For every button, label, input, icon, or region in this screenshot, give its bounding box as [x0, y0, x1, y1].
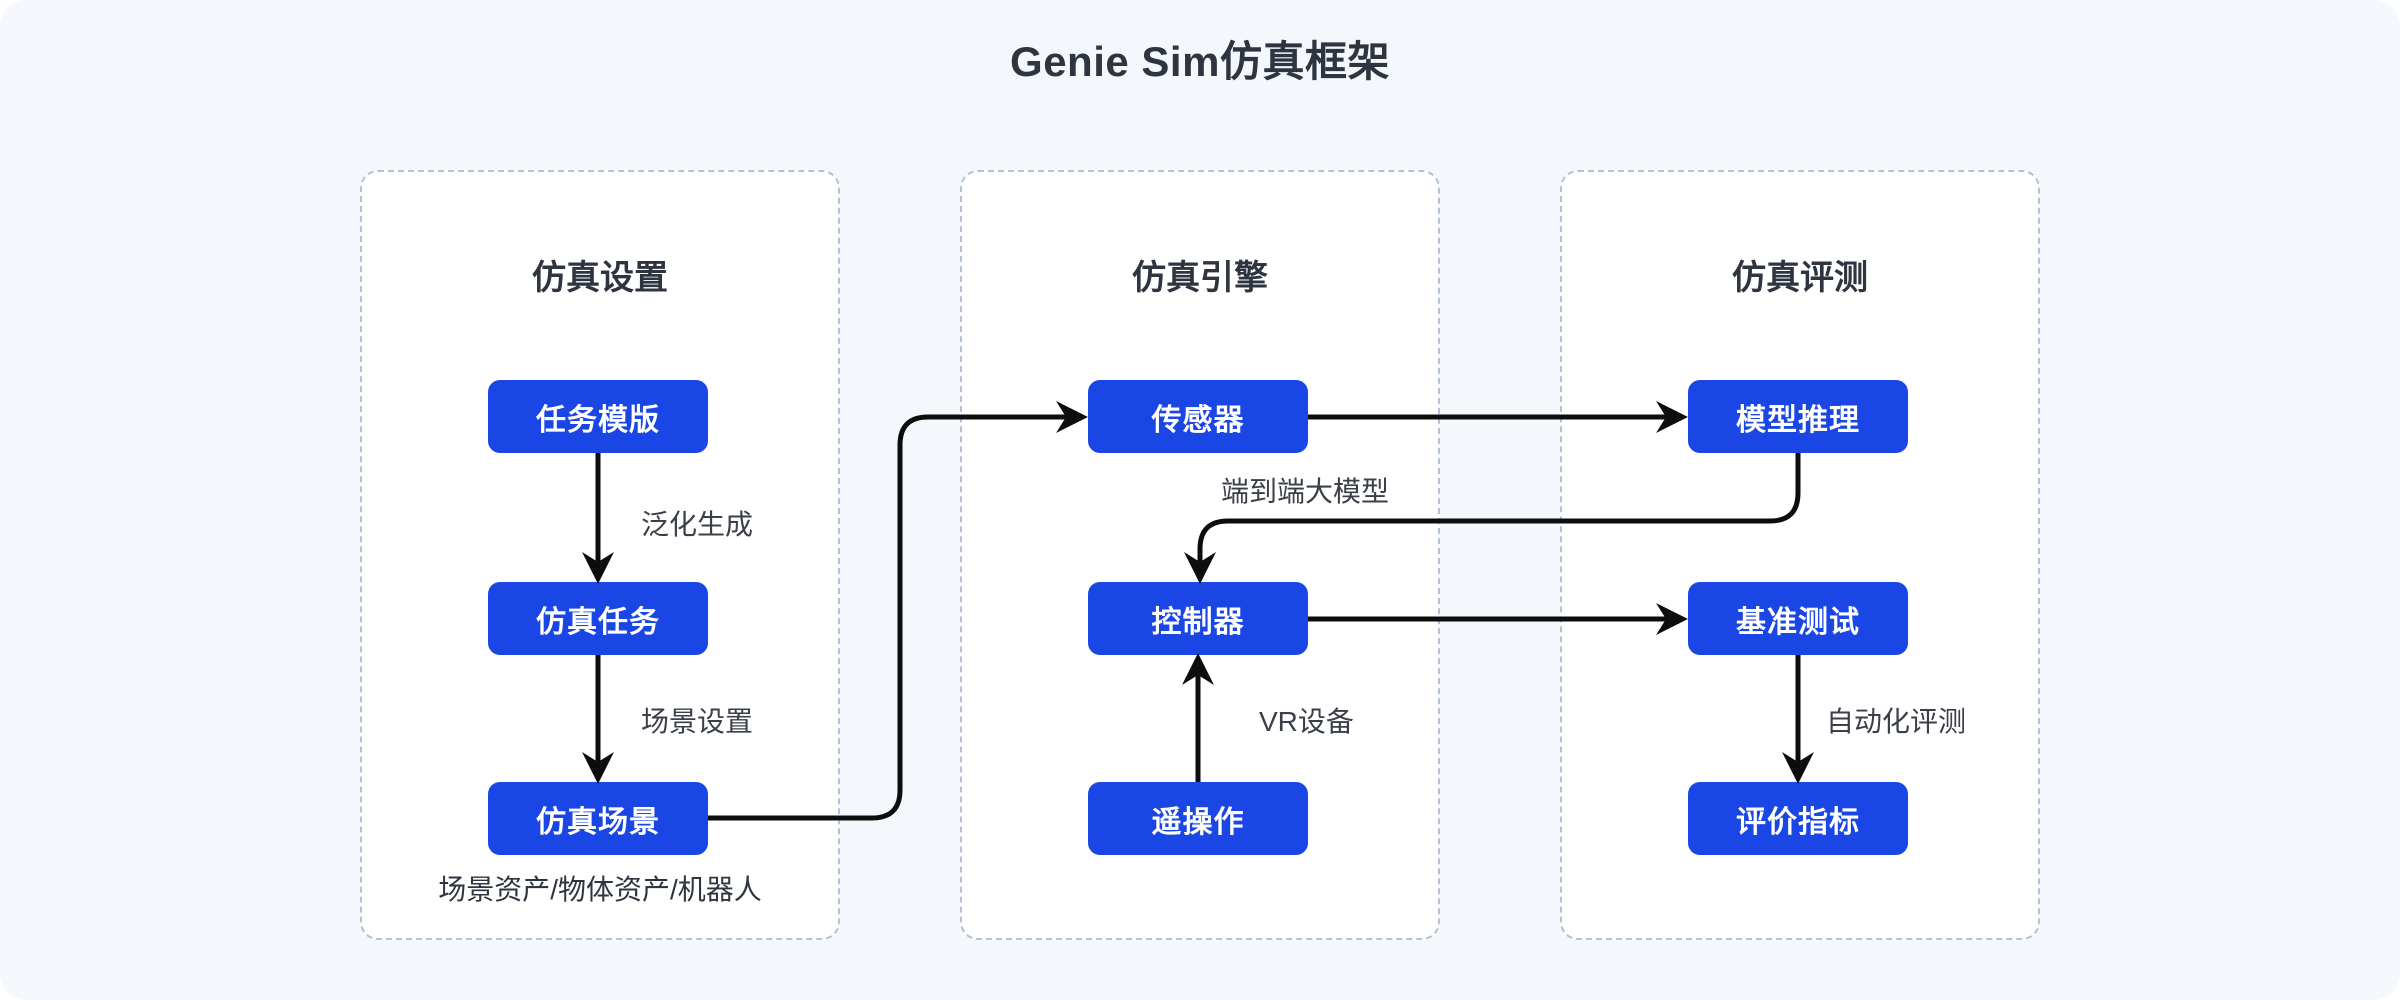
- node-simulation-task[interactable]: 仿真任务: [488, 582, 708, 655]
- node-label-evaluation-metrics: 评价指标: [1736, 805, 1860, 839]
- node-label-simulation-scene: 仿真场景: [536, 805, 660, 839]
- edge-label-generalize-generate: 泛化生成: [641, 509, 754, 540]
- edge-label-scene-setup: 场景设置: [641, 706, 754, 737]
- panel-title-simulation-evaluation: 仿真评测: [1732, 259, 1868, 297]
- node-model-inference[interactable]: 模型推理: [1688, 380, 1908, 453]
- edge-label-automated-evaluation: 自动化评测: [1826, 706, 1967, 737]
- node-evaluation-metrics[interactable]: 评价指标: [1688, 782, 1908, 855]
- node-label-teleoperation: 遥操作: [1151, 805, 1245, 839]
- node-label-benchmark-test: 基准测试: [1736, 605, 1860, 639]
- node-task-template[interactable]: 任务模版: [488, 380, 708, 453]
- node-label-sensor: 传感器: [1151, 403, 1245, 437]
- node-simulation-scene[interactable]: 仿真场景: [488, 782, 708, 855]
- node-teleoperation[interactable]: 遥操作: [1088, 782, 1308, 855]
- node-controller[interactable]: 控制器: [1088, 582, 1308, 655]
- node-benchmark-test[interactable]: 基准测试: [1688, 582, 1908, 655]
- node-label-controller: 控制器: [1151, 605, 1245, 639]
- page-title: Genie Sim仿真框架: [1010, 38, 1390, 85]
- node-label-task-template: 任务模版: [536, 403, 660, 437]
- edge-label-end-to-end-model: 端到端大模型: [1221, 476, 1390, 507]
- node-label-model-inference: 模型推理: [1736, 403, 1860, 437]
- node-sensor[interactable]: 传感器: [1088, 380, 1308, 453]
- panel-title-simulation-setup: 仿真设置: [532, 259, 668, 297]
- edge-label-vr-device: VR设备: [1259, 706, 1354, 737]
- panel-title-simulation-engine: 仿真引擎: [1132, 259, 1268, 297]
- panel-caption-simulation-setup: 场景资产/物体资产/机器人: [438, 874, 762, 905]
- node-label-simulation-task: 仿真任务: [536, 605, 660, 639]
